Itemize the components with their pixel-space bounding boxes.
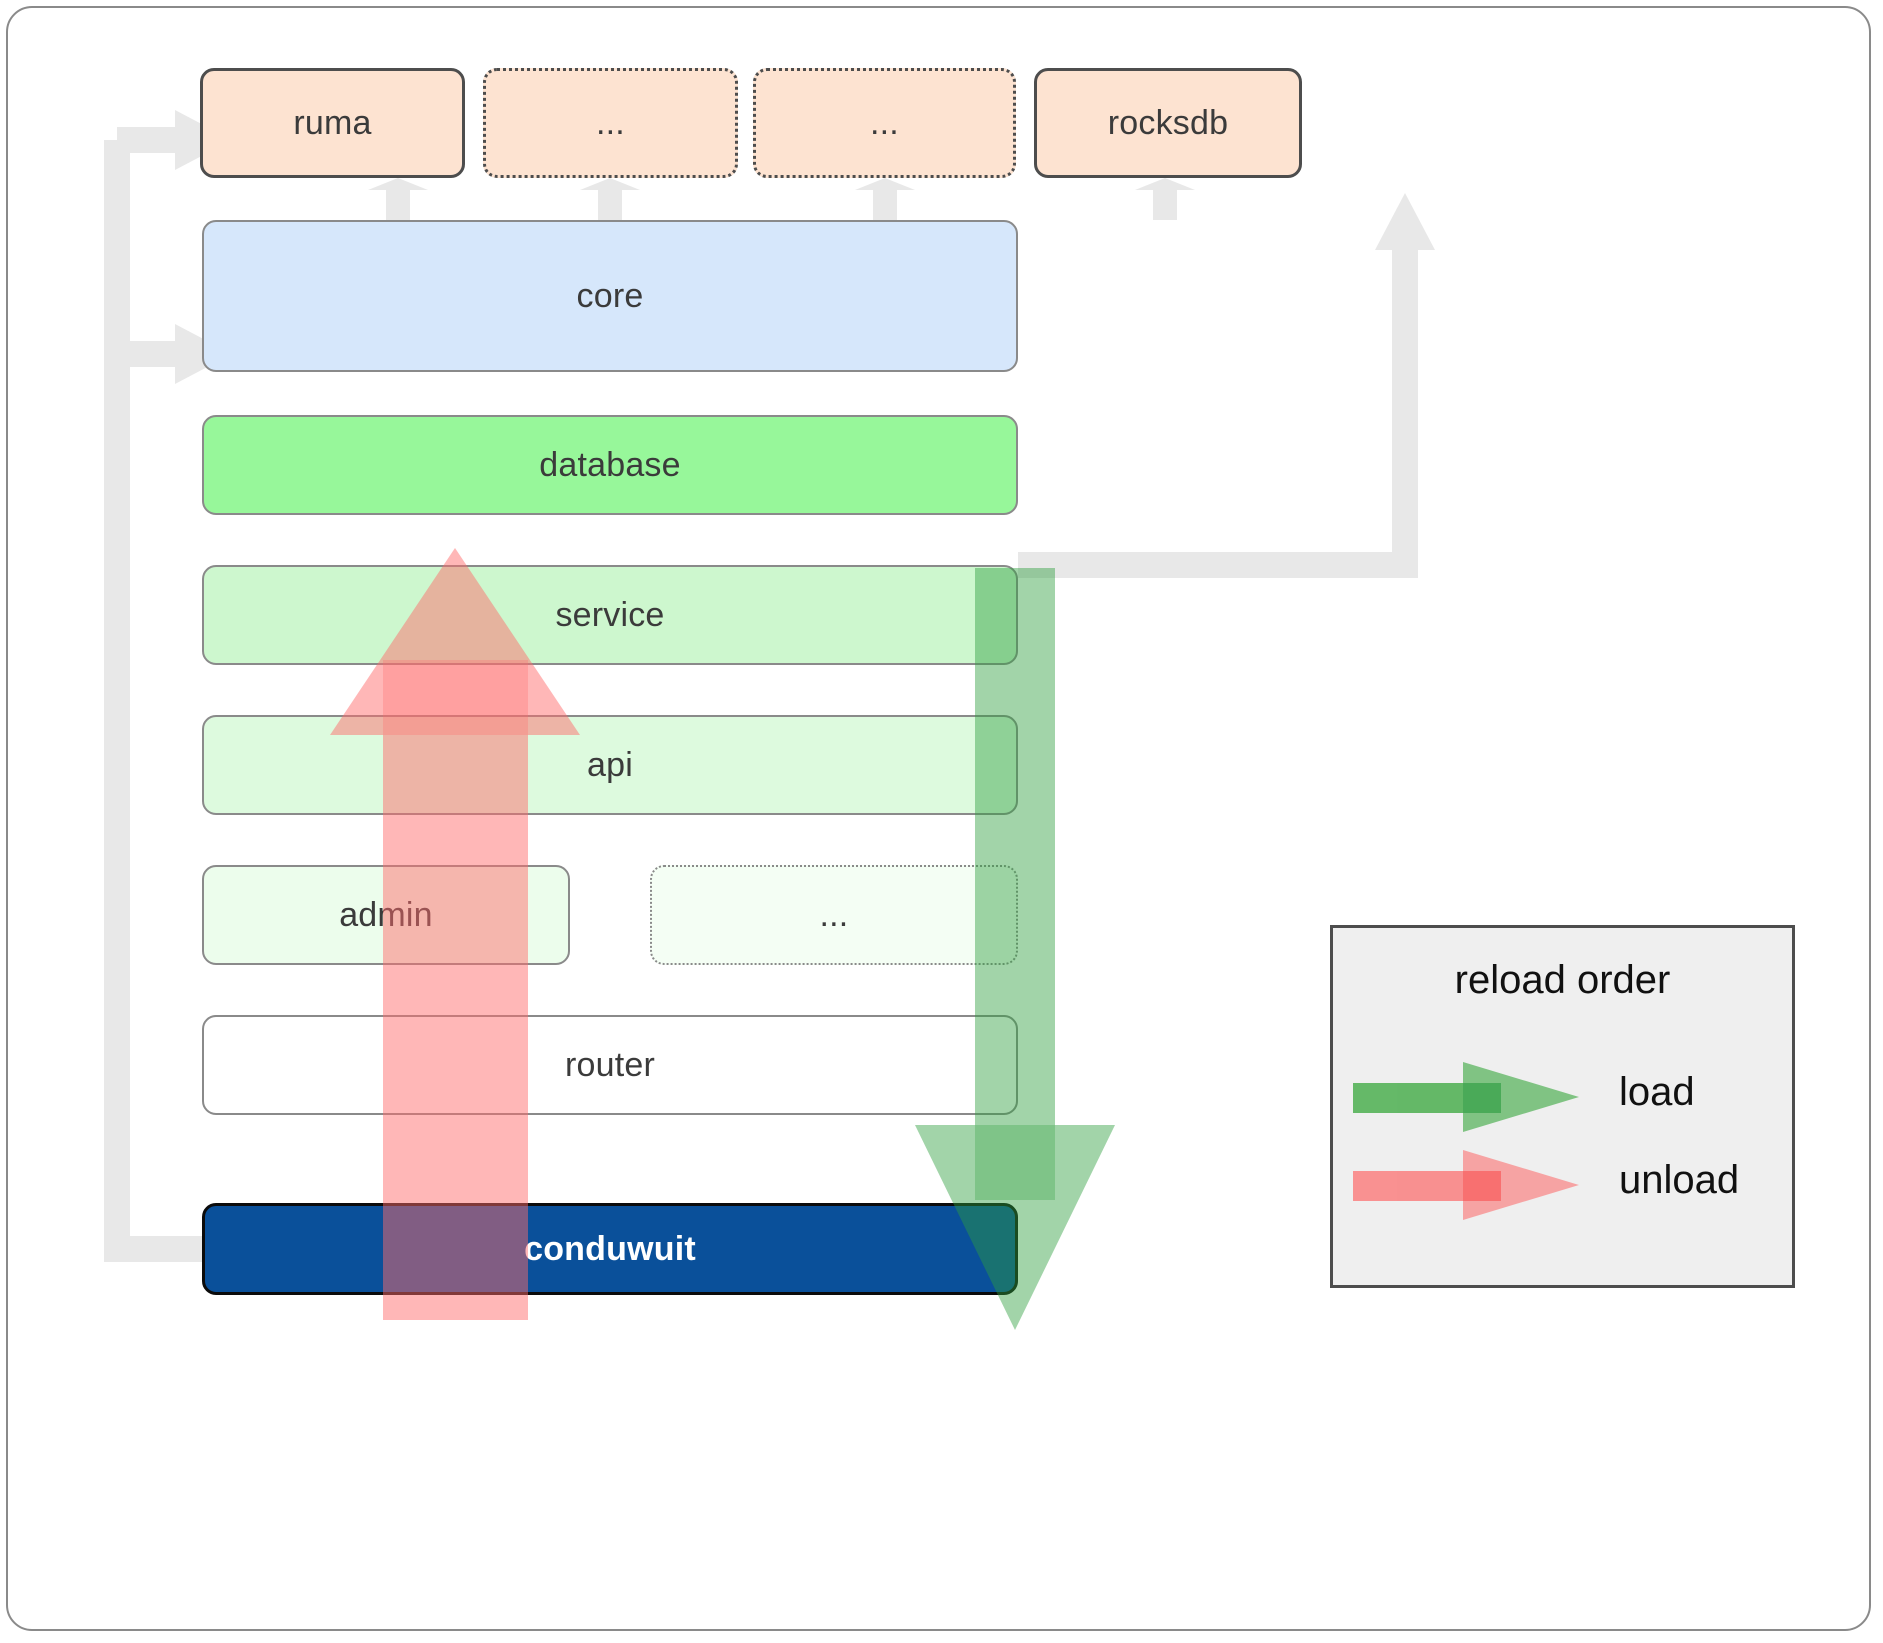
legend-title: reload order (1454, 958, 1671, 1002)
node-core[interactable]: core (202, 220, 1018, 372)
unload-arrow-icon (1353, 1150, 1579, 1220)
node-admin[interactable]: admin (202, 865, 570, 965)
load-arrow-down (915, 568, 1115, 1330)
node-api[interactable]: api (202, 715, 1018, 815)
node-rocksdb[interactable]: rocksdb (1034, 68, 1302, 178)
core-to-rocksdb-arrow (1135, 178, 1195, 220)
load-arrow-icon (1353, 1062, 1579, 1132)
legend-label-load: load (1619, 1070, 1695, 1114)
legend-row-load: load (1351, 1058, 1781, 1136)
unload-arrow-up (330, 548, 580, 1320)
core-to-dots2-arrow (855, 178, 915, 220)
legend-row-unload: unload (1351, 1146, 1781, 1224)
core-to-ruma-arrow (368, 178, 428, 220)
legend-label-unload: unload (1619, 1158, 1740, 1202)
node-service[interactable]: service (202, 565, 1018, 665)
node-dependency-placeholder-2[interactable]: ... (753, 68, 1016, 178)
node-database[interactable]: database (202, 415, 1018, 515)
wire-arrowhead-rocksdb (1375, 193, 1435, 250)
core-to-dots1-arrow (580, 178, 640, 220)
legend-reload-order: reload order load unload (1330, 925, 1795, 1288)
node-dependency-placeholder-1[interactable]: ... (483, 68, 738, 178)
node-layer-placeholder[interactable]: ... (650, 865, 1018, 965)
